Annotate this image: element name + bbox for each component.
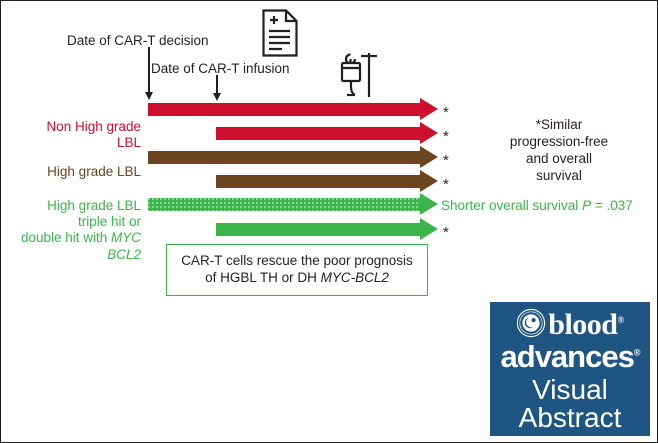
bar-body <box>148 103 421 116</box>
bar-arrow-head <box>420 193 438 215</box>
bar-body <box>216 175 421 188</box>
note-similar-survival: *Similar progression-free and overall su… <box>509 117 609 183</box>
p-value-symbol: P <box>582 198 592 213</box>
asterisk-marker: * <box>443 176 449 193</box>
note-shorter-text: Shorter overall survival <box>441 198 583 213</box>
bar-arrow-head <box>420 170 438 192</box>
bar-body <box>148 151 421 164</box>
asH-seal-icon <box>516 308 546 346</box>
asterisk-marker: * <box>443 104 449 121</box>
bar-arrow-head <box>420 146 438 168</box>
medical-record-icon <box>262 9 298 62</box>
conclusion-line-1: CAR-T cells rescue the poor prognosis <box>181 253 413 268</box>
blood-advances-visual-abstract-logo: blood® advances® Visual Abstract <box>490 302 650 436</box>
asterisk-marker: * <box>443 152 449 169</box>
logo-advances-text: advances <box>500 339 635 374</box>
timeline-bar-high-grade-from-decision <box>148 146 438 168</box>
conclusion-gene-names: MYC-BCL2 <box>320 270 389 286</box>
arrow-head <box>212 93 221 101</box>
timeline-bar-non-high-grade-from-infusion <box>216 122 438 144</box>
p-value-number: = .037 <box>591 198 633 213</box>
timeline-bar-high-grade-from-infusion <box>216 170 438 192</box>
logo-advances-wordmark: advances® <box>490 339 650 375</box>
asterisk-marker: * <box>443 224 449 241</box>
bar-arrow-head <box>420 98 438 120</box>
bar-body <box>148 198 421 211</box>
arrow-head <box>144 92 153 100</box>
label-date-of-cart-infusion: Date of CAR-T infusion <box>151 61 290 76</box>
note-shorter-overall-survival: Shorter overall survival P = .037 <box>441 198 633 213</box>
timeline-bar-triple-hit-from-infusion <box>216 218 438 240</box>
registered-trademark-icon: ® <box>617 315 624 325</box>
bar-body <box>216 127 421 140</box>
group-label-high-grade-lbl: High grade LBL <box>47 164 141 179</box>
bar-arrow-head <box>420 122 438 144</box>
arrow-stem <box>216 75 218 94</box>
conclusion-line-2-prefix: of HGBL TH or DH <box>205 270 321 286</box>
timeline-bar-non-high-grade-from-decision <box>148 98 438 120</box>
arrow-stem <box>148 47 150 93</box>
label-date-of-cart-decision: Date of CAR-T decision <box>67 33 209 48</box>
iv-drip-icon <box>337 49 381 104</box>
asterisk-marker: * <box>443 128 449 145</box>
timeline-bar-triple-hit-from-decision <box>148 193 438 215</box>
logo-blood-wordmark: blood® <box>490 308 650 346</box>
conclusion-box: CAR-T cells rescue the poor prognosis of … <box>166 244 428 296</box>
logo-abstract-text: Abstract <box>518 402 622 433</box>
bar-arrow-head <box>420 218 438 240</box>
logo-blood-text: blood <box>548 308 618 341</box>
logo-visual-text: Visual <box>532 374 608 405</box>
bar-body <box>216 223 421 236</box>
registered-trademark-icon: ® <box>633 347 641 358</box>
